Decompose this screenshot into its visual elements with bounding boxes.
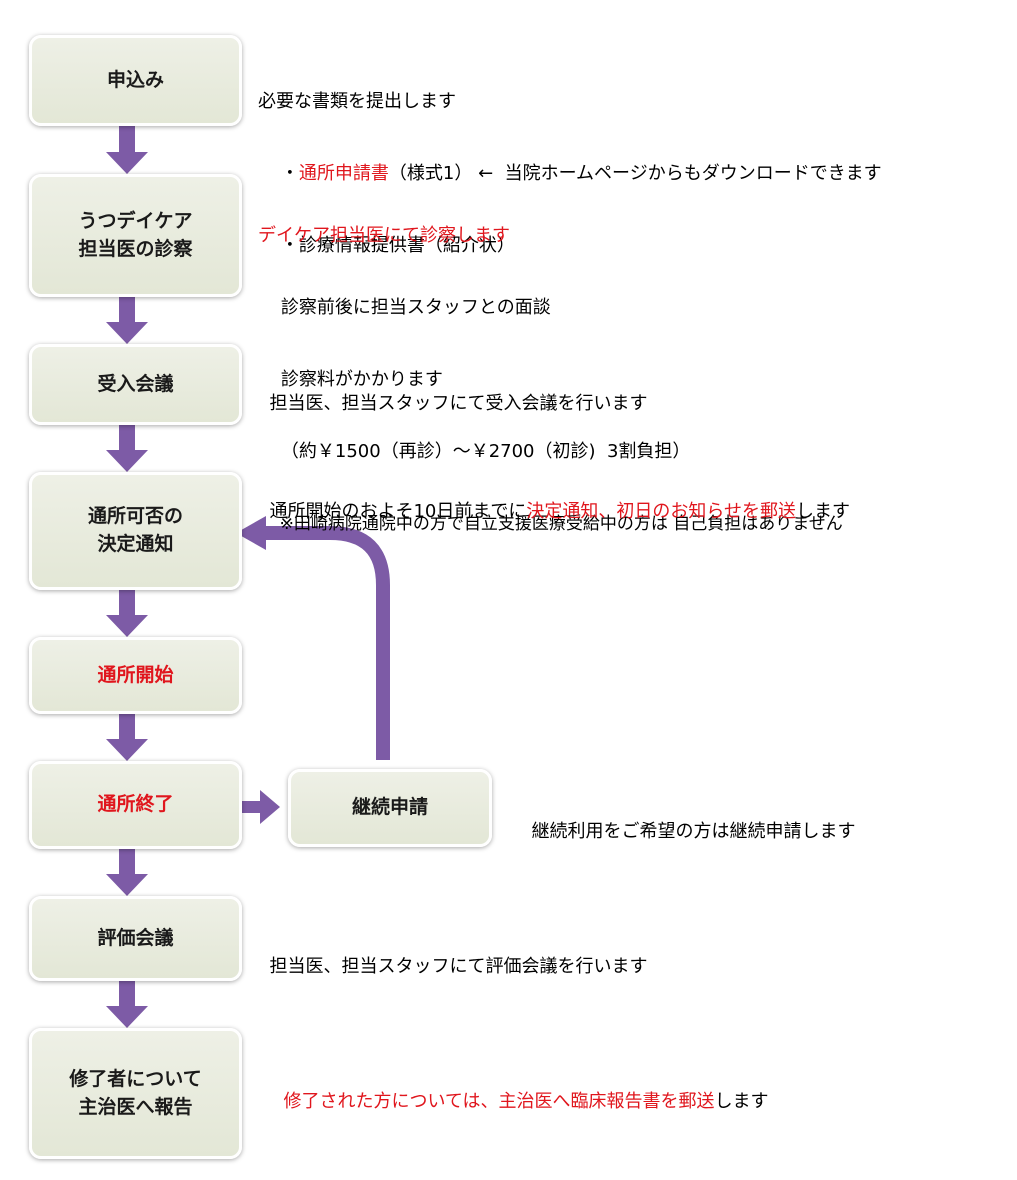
step-evaluation: 評価会議 [29, 896, 242, 981]
step-report: 修了者について 主治医へ報告 [29, 1028, 242, 1159]
note-meeting-text: 担当医、担当スタッフにて受入会議を行います [269, 393, 648, 414]
arrow-right [238, 790, 280, 824]
note-apply-line2: ・通所申請書（様式1） ← 当院ホームページからもダウンロードできます [258, 162, 882, 186]
note-report: 修了された方については、主治医へ臨床報告書を郵送します [272, 1066, 769, 1114]
step-report-label: 修了者について 主治医へ報告 [69, 1067, 202, 1118]
note-apply-form-name: 通所申請書 [298, 163, 389, 184]
note-evaluation-text: 担当医、担当スタッフにて評価会議を行います [269, 956, 648, 977]
step-continue-label: 継続申請 [351, 796, 428, 819]
note-exam-line4: （約￥1500（再診）～￥2700（初診) 3割負担） [258, 441, 691, 462]
note-decision-red: 決定通知、初日のお知らせを郵送 [526, 501, 796, 522]
note-report-suffix: します [714, 1091, 769, 1112]
step-evaluation-label: 評価会議 [97, 926, 174, 949]
arrow-down-6 [106, 849, 148, 896]
note-apply-line3: ・診療情報提供書（紹介状） [258, 235, 515, 256]
step-decision-label: 通所可否の 決定通知 [87, 505, 183, 555]
note-apply: 必要な書類を提出します ・通所申請書（様式1） ← 当院ホームページからもダウン… [258, 42, 882, 282]
note-exam-line2: 診察前後に担当スタッフとの面談 [258, 297, 551, 318]
arrow-down-7 [106, 981, 148, 1028]
note-decision-prefix: 通所開始のおよそ10日前までに [269, 501, 527, 522]
note-report-red: 修了された方については、主治医へ臨床報告書を郵送 [283, 1091, 715, 1112]
loop-back-arrow [260, 526, 390, 760]
step-meeting: 受入会議 [29, 344, 242, 425]
arrow-down-1 [106, 126, 148, 174]
note-exam-line5: ※田崎病院通院中の方で自立支援医療受給中の方は 自己負担はありません [258, 514, 843, 534]
note-exam-line1: デイケア担当医にて診察します [258, 225, 510, 246]
note-apply-line1: 必要な書類を提出します [258, 91, 456, 112]
step-apply-label: 申込み [106, 68, 164, 91]
note-evaluation: 担当医、担当スタッフにて評価会議を行います [258, 931, 647, 979]
note-exam-line3: 診察料がかかります [258, 369, 443, 390]
arrow-down-4 [106, 590, 148, 637]
arrow-down-5 [106, 714, 148, 761]
step-end-label: 通所終了 [97, 793, 174, 816]
note-decision-suffix: します [796, 501, 850, 522]
step-exam-label: うつデイケア 担当医の診察 [78, 209, 193, 260]
step-apply: 申込み [29, 35, 242, 126]
step-end: 通所終了 [29, 761, 242, 849]
arrow-down-2 [106, 297, 148, 344]
note-apply-line2-rest: （様式1） ← 当院ホームページからもダウンロードできます [388, 163, 882, 184]
step-continue: 継続申請 [288, 769, 492, 847]
note-exam: デイケア担当医にて診察します 診察前後に担当スタッフとの面談 診察料がかかります… [258, 176, 843, 560]
note-continue: 継続利用をご希望の方は継続申請します [520, 796, 855, 844]
step-decision: 通所可否の 決定通知 [29, 472, 242, 590]
note-decision: 通所開始のおよそ10日前までに決定通知、初日のお知らせを郵送します [258, 476, 850, 524]
note-continue-text: 継続利用をご希望の方は継続申請します [531, 821, 856, 842]
arrow-down-3 [106, 425, 148, 472]
step-start-label: 通所開始 [97, 663, 174, 686]
step-meeting-label: 受入会議 [97, 372, 174, 395]
step-exam: うつデイケア 担当医の診察 [29, 174, 242, 297]
note-apply-line2-prefix: ・ [258, 163, 299, 184]
step-start: 通所開始 [29, 637, 242, 714]
note-meeting: 担当医、担当スタッフにて受入会議を行います [258, 368, 647, 416]
